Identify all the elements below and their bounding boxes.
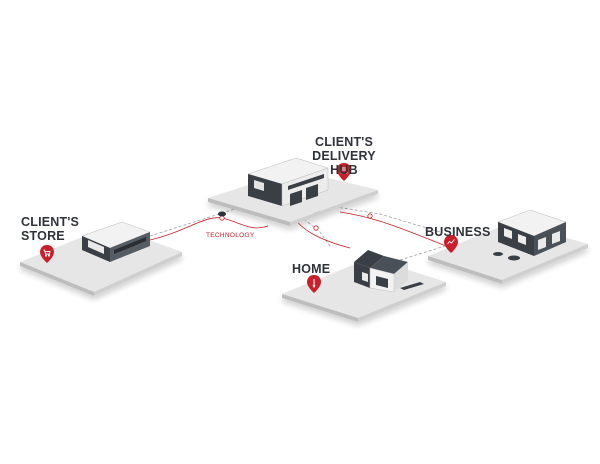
cart-icon	[43, 249, 51, 257]
business-connector-node	[367, 213, 373, 219]
home-label: HOME	[292, 262, 331, 276]
chart-icon	[447, 239, 455, 245]
business-building	[493, 209, 567, 261]
business-pin	[444, 235, 458, 253]
store-label-line1: CLIENT'S	[21, 215, 80, 229]
hub-dot-left	[218, 211, 226, 217]
store-label-line2: STORE	[21, 229, 65, 243]
delivery-hub-label: CLIENT'S DELIVERY HUB	[282, 135, 406, 177]
box-icon	[340, 167, 348, 174]
hub-building	[247, 157, 329, 207]
store-pin	[40, 245, 54, 263]
delivery-hub-label-line1: CLIENT'S DELIVERY	[312, 135, 376, 163]
hub-pin	[337, 163, 351, 181]
connector-hub-business	[329, 205, 441, 233]
connector-hub-home	[299, 215, 331, 247]
store-building	[81, 221, 151, 262]
store-label: CLIENT'S STORE	[21, 215, 79, 243]
pen-icon	[312, 279, 316, 289]
home-building	[354, 250, 424, 293]
connector-home-business	[399, 245, 446, 261]
technology-label: TECHNOLOGY	[206, 232, 255, 239]
business-label: BUSINESS	[425, 225, 491, 239]
home-pin	[307, 275, 321, 293]
delivery-hub-label-line2: HUB	[330, 163, 358, 177]
home-connector-node	[313, 225, 319, 231]
connector-hub-business-red	[339, 211, 447, 247]
